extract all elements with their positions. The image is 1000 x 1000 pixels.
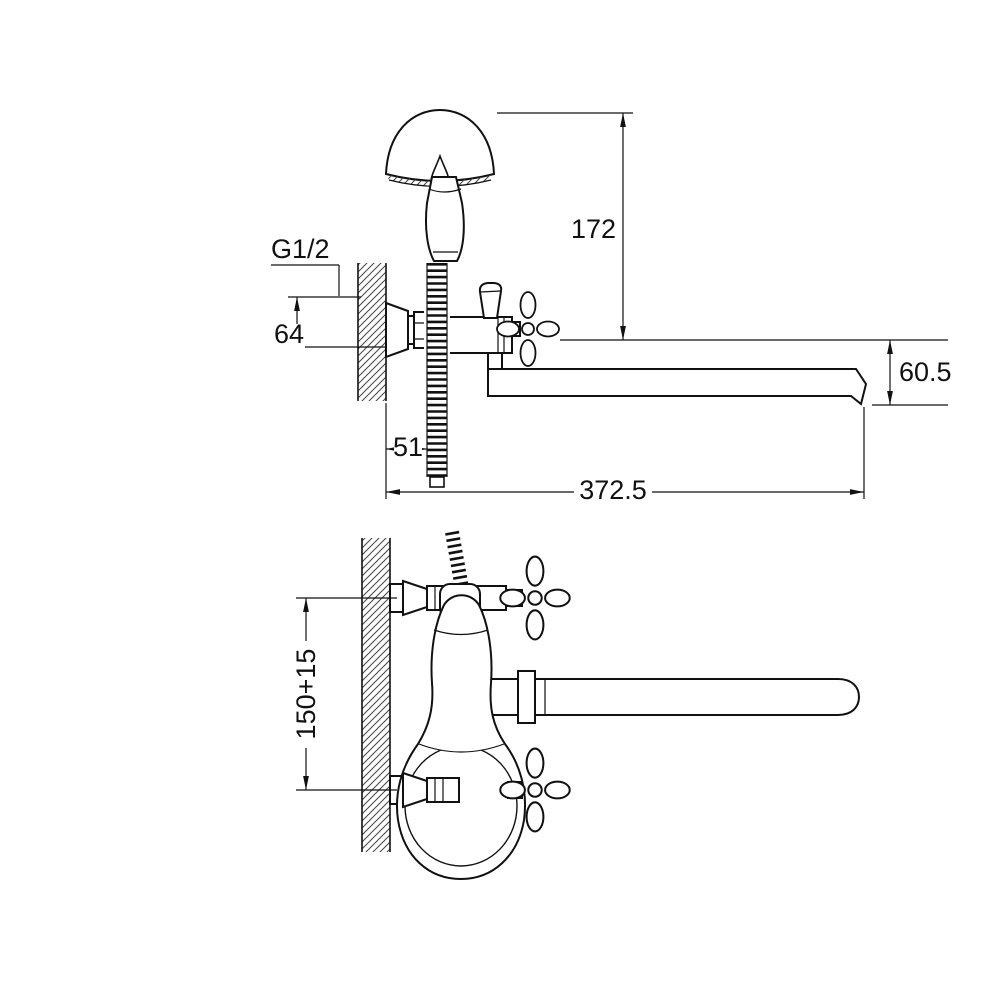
dimension-60-5-label: 60.5 — [899, 357, 952, 387]
thread-size-label: G1/2 — [271, 234, 330, 264]
front-view — [361, 529, 861, 881]
dimension-150-15-label: 150+15 — [291, 649, 321, 740]
dimension-172-label: 172 — [571, 214, 616, 244]
spout-front — [481, 670, 861, 724]
shower-handle — [424, 176, 465, 262]
dimension-372-5-label: 372.5 — [579, 475, 647, 505]
handset-body — [396, 594, 526, 881]
side-view — [357, 108, 868, 488]
dimension-51-label: 51 — [393, 432, 423, 462]
valve-assembly-bottom — [402, 771, 460, 809]
front-view-dimensions — [292, 597, 397, 791]
dimension-labels: G1/2 64 172 60.5 51 372.5 150+15 — [271, 214, 952, 739]
wall-section-front — [361, 538, 391, 852]
cross-handle-side — [496, 291, 560, 367]
diverter-knob — [478, 282, 503, 319]
wall-section-side — [357, 263, 387, 401]
dimension-64-label: 64 — [274, 319, 304, 349]
shower-hose — [424, 262, 450, 488]
spout-side — [487, 368, 868, 406]
side-view-dimensions — [271, 112, 948, 506]
cross-handle-front-top — [499, 555, 571, 641]
